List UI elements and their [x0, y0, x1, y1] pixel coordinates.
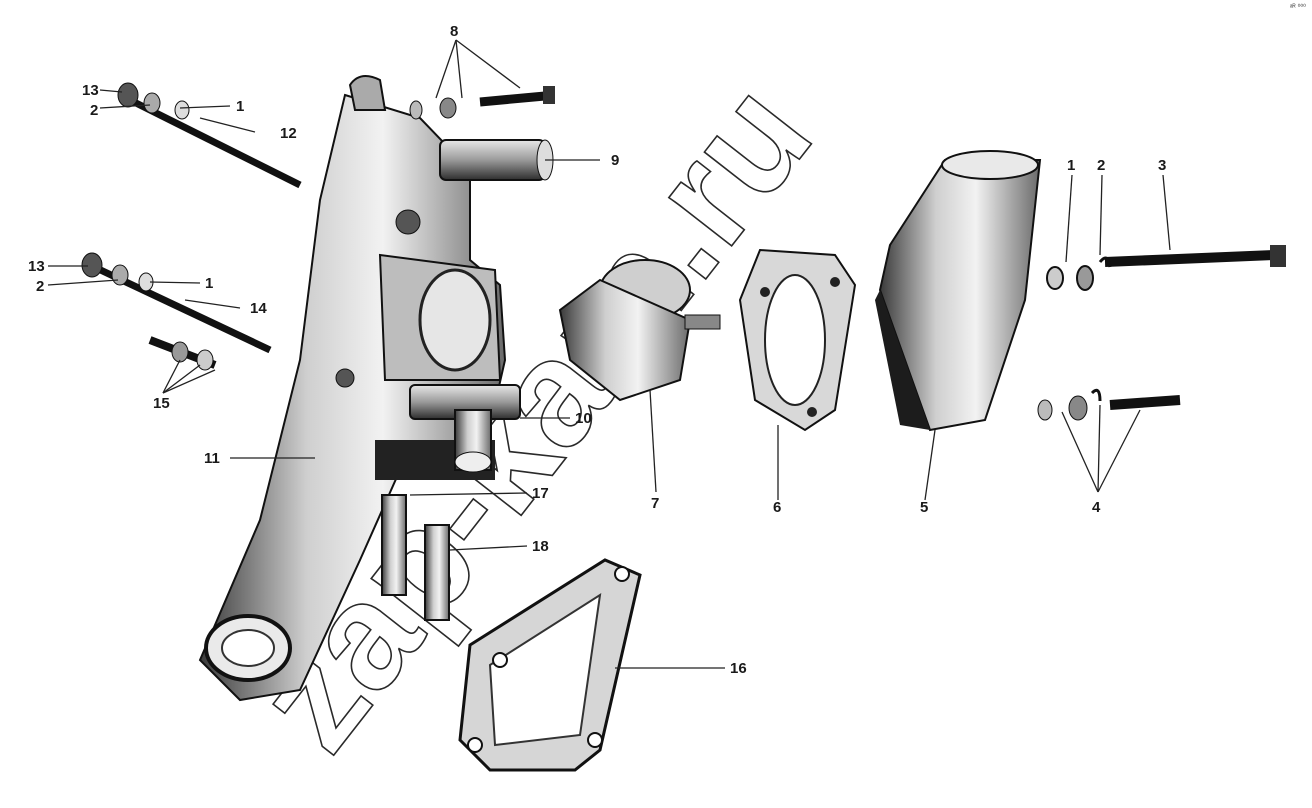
label-9: 9: [611, 152, 619, 169]
part-16-gasket: [458, 558, 642, 772]
part-10-union: [409, 384, 521, 473]
label-17: 17: [532, 485, 549, 502]
label-2-top: 2: [90, 102, 98, 119]
label-7: 7: [651, 495, 659, 512]
part-12-stud: [117, 82, 302, 189]
part-4-bolt-set: [1037, 388, 1181, 421]
part-8-bolt-set: [409, 86, 555, 120]
label-1-top: 1: [236, 98, 244, 115]
label-10: 10: [575, 410, 592, 427]
label-3: 3: [1158, 157, 1166, 174]
part-11-housing: [198, 75, 507, 702]
label-16: 16: [730, 660, 747, 677]
leader-lines: [47, 39, 1171, 669]
label-2-middle: 2: [36, 278, 44, 295]
label-1-right: 1: [1067, 157, 1075, 174]
part-7-thermostat: [558, 259, 721, 402]
label-6: 6: [773, 499, 781, 516]
part-3-bolt: [1046, 245, 1286, 291]
label-2-right: 2: [1097, 157, 1105, 174]
label-1-middle: 1: [205, 275, 213, 292]
label-12: 12: [280, 125, 297, 142]
part-17-sensor: [381, 494, 407, 596]
label-4: 4: [1092, 499, 1101, 516]
part-18-sensor: [424, 524, 450, 621]
part-5-elbow: [875, 150, 1042, 432]
label-14: 14: [250, 300, 267, 317]
label-15: 15: [153, 395, 170, 412]
part-14-stud: [81, 252, 272, 354]
label-5: 5: [920, 499, 928, 516]
label-8: 8: [450, 23, 458, 40]
label-13-top: 13: [82, 82, 99, 99]
label-13-middle: 13: [28, 258, 45, 275]
part-15-bolt-set: [148, 336, 217, 371]
part-6-gasket: [738, 248, 857, 432]
part-9-fitting: [439, 139, 554, 181]
part-labels: 8 9 10 11 12 13 2 1 13 2 1 14 15 7 6 5 1…: [28, 23, 1166, 677]
label-18: 18: [532, 538, 549, 555]
label-11: 11: [204, 450, 220, 467]
corner-mark: ᵃᴿ ⁰⁰⁰: [1289, 4, 1306, 11]
